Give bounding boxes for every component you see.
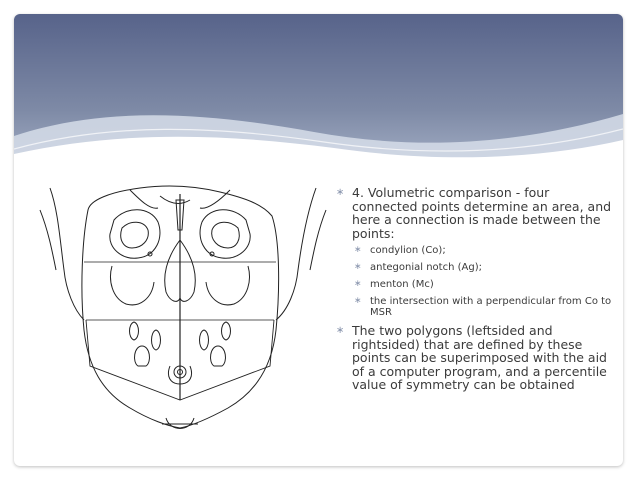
slide: ∗ 4. Volumetric comparison - four connec… [14, 14, 623, 466]
subbullet-text: menton (Mc) [370, 279, 434, 290]
bullet-item-polygons: ∗ The two polygons (leftsided and rights… [336, 324, 616, 392]
subbullet-menton: ∗ menton (Mc) [336, 279, 616, 290]
subbullet-marker: ∗ [354, 245, 362, 255]
header-wave-banner [14, 14, 623, 189]
subbullet-marker: ∗ [354, 262, 362, 272]
bullet-text: 4. Volumetric comparison - four connecte… [352, 185, 612, 241]
subbullet-text: condylion (Co); [370, 245, 446, 256]
bullet-text: The two polygons (leftsided and rightsid… [352, 323, 607, 392]
bullet-marker: ∗ [336, 325, 345, 336]
subbullet-marker: ∗ [354, 296, 362, 306]
bullet-list: ∗ 4. Volumetric comparison - four connec… [336, 186, 616, 395]
subbullet-perpendicular-intersection: ∗ the intersection with a perpendicular … [336, 296, 616, 318]
subbullet-text: the intersection with a perpendicular fr… [370, 296, 612, 318]
skull-tracing-figure [39, 185, 327, 429]
bullet-item-volumetric-comparison: ∗ 4. Volumetric comparison - four connec… [336, 186, 616, 240]
subbullet-text: antegonial notch (Ag); [370, 262, 482, 273]
subbullet-marker: ∗ [354, 279, 362, 289]
bullet-marker: ∗ [336, 187, 345, 198]
subbullet-condylion: ∗ condylion (Co); [336, 245, 616, 256]
subbullet-antegonial-notch: ∗ antegonial notch (Ag); [336, 262, 616, 273]
